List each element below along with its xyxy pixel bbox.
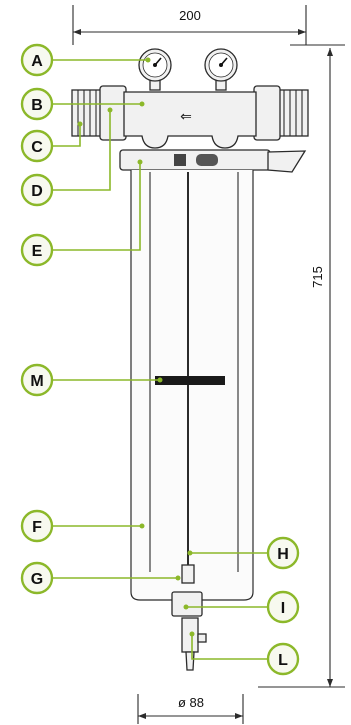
callout-c: C (20, 129, 54, 163)
callout-i: I (266, 590, 300, 624)
callout-e: E (20, 233, 54, 267)
callout-l-label: L (278, 652, 288, 669)
callout-h-label: H (277, 546, 289, 563)
outlet-union-nut (253, 85, 281, 141)
callout-b: B (20, 87, 54, 121)
callout-f-label: F (32, 519, 42, 536)
callout-h: H (266, 536, 300, 570)
drain-nut (171, 591, 203, 617)
callout-a-label: A (31, 53, 43, 70)
height-dimension: 715 (258, 48, 345, 688)
leader-lines (52, 57, 268, 660)
callout-c-label: C (31, 139, 43, 156)
diameter-dimension: ø 88 (137, 694, 244, 724)
callout-d: D (20, 173, 54, 207)
callout-i-label: I (281, 600, 285, 617)
width-dimension: 200 (72, 5, 345, 46)
callout-m-label: M (30, 373, 43, 390)
filter-head (123, 91, 257, 149)
inlet-pressure-gauge (138, 48, 172, 91)
inlet-union-nut (99, 85, 127, 141)
callout-l: L (266, 642, 300, 676)
clamp-ring (119, 149, 307, 173)
filter-body: ⇐ (71, 48, 309, 671)
width-label: 200 (179, 8, 201, 23)
diameter-label: ø 88 (178, 695, 204, 710)
callout-g: G (20, 561, 54, 595)
outlet-threaded-connection (277, 89, 309, 137)
callout-b-label: B (31, 97, 43, 114)
callout-m: M (20, 363, 54, 397)
level-band (155, 376, 225, 385)
outlet-pressure-gauge (204, 48, 238, 91)
callout-d-label: D (31, 183, 43, 200)
drain-valve (181, 617, 207, 671)
rod-fitting (181, 564, 195, 584)
callout-g-label: G (31, 571, 43, 588)
height-label: 715 (310, 266, 325, 288)
callout-f: F (20, 509, 54, 543)
callout-e-label: E (32, 243, 43, 260)
callout-a: A (20, 43, 54, 77)
flow-direction-arrow: ⇐ (180, 109, 192, 125)
inlet-threaded-connection (71, 89, 103, 137)
